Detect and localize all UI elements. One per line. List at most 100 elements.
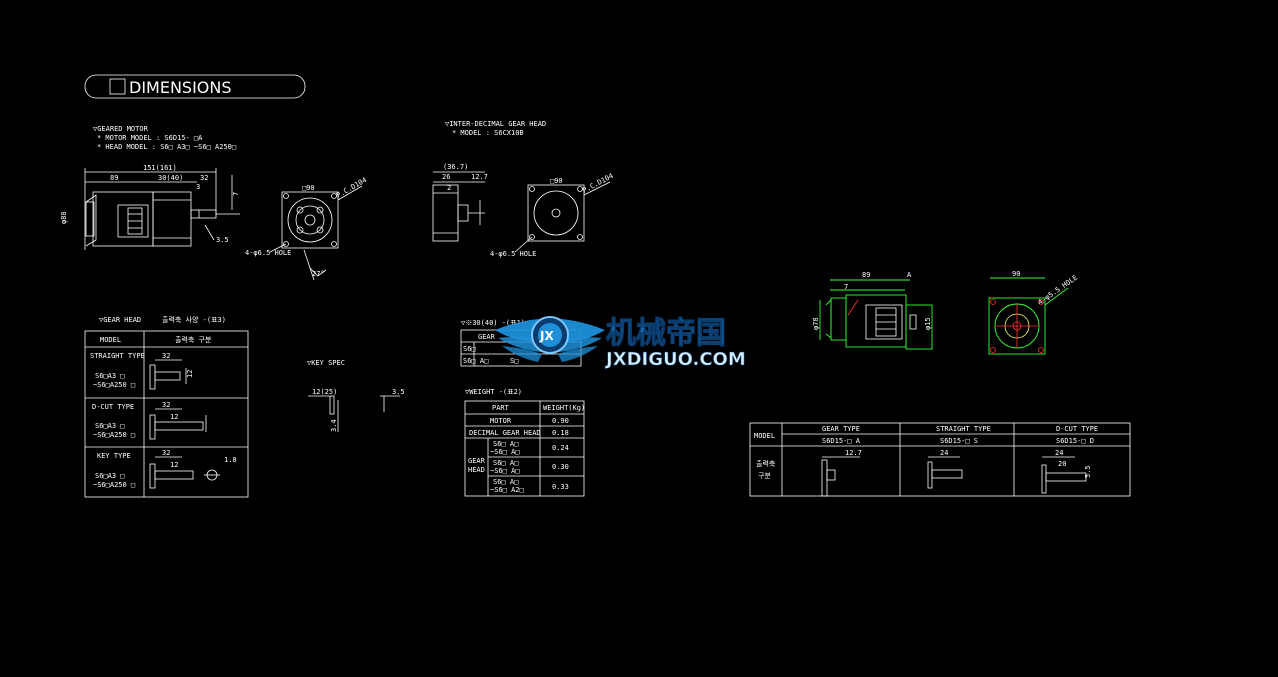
small-table-r2: S6□ A□	[463, 357, 488, 365]
weight-table: ▽WEIGHT -(표2) PART WEIGHT(Kg) MOTOR 0.90…	[464, 388, 585, 497]
weight-col-weight: WEIGHT(Kg)	[543, 404, 585, 412]
dim-sq90: □90	[302, 184, 315, 192]
weight-heading: ▽WEIGHT -(표2)	[465, 388, 522, 396]
key-spec-heading: ▽KEY SPEC	[307, 359, 345, 367]
rt-col-straight: STRAIGHT TYPE	[936, 425, 991, 433]
title-block: DIMENSIONS	[84, 74, 306, 99]
geared-motor-heading: ▽GEARED MOTOR	[93, 125, 149, 133]
small-table-r2b: S□	[510, 357, 518, 365]
motor-side-view: 89 A 7 φ78 φ15 90 4-φ5.5 HOLE	[812, 270, 1080, 355]
rt-straight-dim: 24	[940, 449, 948, 457]
weight-r3-sub: S6□ A□	[493, 440, 518, 448]
small-table-heading: ▽※30(40) -(표1)	[461, 319, 525, 327]
gh-row3-d3: 1.8	[224, 456, 237, 464]
gh-row2-m2: ~S6□A250 □	[93, 431, 135, 439]
rt-col-gear: GEAR TYPE	[822, 425, 860, 433]
rt-col-dcut: D-CUT TYPE	[1056, 425, 1098, 433]
dim-30: 30(40)	[158, 174, 183, 182]
weight-row-motor: MOTOR	[490, 417, 512, 425]
side-dim-89: 89	[862, 271, 870, 279]
page-title: DIMENSIONS	[129, 78, 232, 97]
weight-r5-w: 0.33	[552, 483, 569, 491]
gh-row2-d1: 32	[162, 401, 170, 409]
dim-holes: 4-φ6.5 HOLE	[245, 249, 291, 257]
side-dia-right: φ15	[924, 317, 932, 330]
deci-dim-12: 12.7	[471, 173, 488, 181]
gh-row3-m1: S6□A3 □	[95, 472, 125, 480]
gh-row2-type: D-CUT TYPE	[92, 403, 134, 411]
weight-r4-sub2: ~S6□ A□	[490, 467, 520, 475]
weight-r4-sub: S6□ A□	[493, 459, 518, 467]
rt-dcut-dim1: 24	[1055, 449, 1063, 457]
gh-row3-d1: 32	[162, 449, 170, 457]
motor-model-label: * MOTOR MODEL : S6D15- □A	[97, 134, 203, 142]
gh-row3-m2: ~S6□A250 □	[93, 481, 135, 489]
rt-dcut-dim3: 5.5	[1084, 465, 1092, 478]
side-sq90: 90	[1012, 270, 1020, 278]
side-dim-7: 7	[844, 283, 848, 291]
weight-row-deci-w: 0.18	[552, 429, 569, 437]
gh-row1-m2: ~S6□A250 □	[93, 381, 135, 389]
dim-total: 151(161)	[143, 164, 177, 172]
gh-row2-d2: 12	[170, 413, 178, 421]
weight-col-part: PART	[492, 404, 510, 412]
dim-pcd: P.C.D104	[335, 176, 368, 200]
dim-3: 3	[196, 183, 200, 191]
rt-model-dcut: S6D15-□ D	[1056, 437, 1094, 445]
gear-head-heading: ▽GEAR HEAD	[99, 316, 141, 324]
side-dia-left: φ78	[812, 317, 820, 330]
gh-row2-m1: S6□A3 □	[95, 422, 125, 430]
dim-7: 7	[232, 192, 240, 196]
deci-dim-26: 26	[442, 173, 450, 181]
dim-89: 89	[110, 174, 118, 182]
output-type-table: MODEL GEAR TYPE STRAIGHT TYPE D-CUT TYPE…	[749, 422, 1131, 497]
gh-row1-m1: S6□A3 □	[95, 372, 125, 380]
dim-32: 32	[200, 174, 208, 182]
side-dim-a: A	[907, 271, 912, 279]
weight-r3-w: 0.24	[552, 444, 569, 452]
weight-row-motor-w: 0.90	[552, 417, 569, 425]
deci-pcd: P.C.D104	[581, 172, 615, 195]
dim-3-5: 3.5	[216, 236, 229, 244]
gh-row3-d2: 12	[170, 461, 178, 469]
geared-motor-section: ▽GEARED MOTOR * MOTOR MODEL : S6D15- □A …	[60, 125, 368, 281]
gh-row1-d2: 12	[186, 370, 194, 378]
small-table-head: GEAR	[478, 333, 496, 341]
head-model-label: * HEAD MODEL : S6□ A3□ ~S6□ A250□	[97, 143, 236, 151]
gear-head-table: ▽GEAR HEAD 출력축 사양 -(표3) MODEL 출력축 구분 STR…	[84, 315, 249, 498]
weight-row-deci: DECIMAL GEAR HEAD	[469, 429, 541, 437]
small-table-r1: S6□	[463, 345, 476, 353]
weight-r3-sub2: ~S6□ A□	[490, 448, 520, 456]
dim-angle: 27°	[312, 270, 325, 278]
gh-col-model: MODEL	[100, 336, 121, 344]
rt-dcut-dim2: 20	[1058, 460, 1066, 468]
weight-r5-sub: S6□ A□	[493, 478, 518, 486]
weight-group-head: HEAD	[468, 466, 485, 474]
deci-heading: ▽INTER-DECIMAL GEAR HEAD	[445, 120, 546, 128]
key-spec-d2: 3.5	[392, 388, 405, 396]
deci-dim-36: (36.7)	[443, 163, 468, 171]
rt-col-model: MODEL	[754, 432, 775, 440]
rt-row-label1: 출력축	[756, 459, 776, 468]
watermark-logo: JX 机械帝国 JXDIGUO.COM	[495, 316, 746, 370]
decimal-gear-head-section: ▽INTER-DECIMAL GEAR HEAD * MODEL : S6CX1…	[432, 120, 615, 258]
deci-dim-2: 2	[447, 184, 451, 192]
gh-row1-d1: 32	[162, 352, 170, 360]
weight-group-gear: GEAR	[468, 457, 486, 465]
key-spec-d3: 3.4	[330, 419, 338, 432]
gh-row3-type: KEY TYPE	[97, 452, 131, 460]
gear-head-note: 출력축 사양 -(표3)	[162, 315, 226, 324]
side-holes: 4-φ5.5 HOLE	[1037, 273, 1080, 306]
dim-dia88: φ88	[60, 211, 68, 224]
weight-r4-w: 0.30	[552, 463, 569, 471]
watermark-en: JXDIGUO.COM	[604, 349, 746, 370]
rt-row-label2: 구분	[758, 472, 771, 480]
deci-holes: 4-φ6.5 HOLE	[490, 250, 536, 258]
watermark-cn: 机械帝国	[606, 316, 726, 351]
weight-r5-sub2: ~S6□ A2□	[490, 486, 524, 494]
deci-dim-sq90: □90	[550, 177, 563, 185]
key-spec-section: ▽KEY SPEC 12(25) 3.4 3.5	[307, 359, 405, 432]
gh-row1-type: STRAIGHT TYPE	[90, 352, 145, 360]
rt-model-straight: S6D15-□ S	[940, 437, 978, 445]
